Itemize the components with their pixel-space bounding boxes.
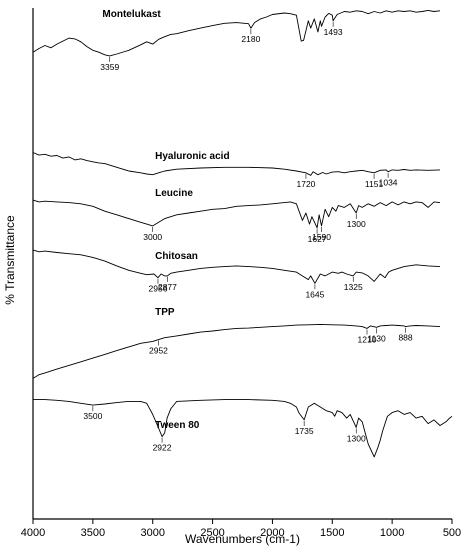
peak-label: 1735 — [295, 426, 314, 436]
peak-label: 1627 — [308, 234, 327, 244]
x-ticks: 4000 3500 3000 2500 2000 1500 1000 500 — [21, 519, 461, 539]
peak-label: 1034 — [379, 178, 398, 188]
spectrum-line — [32, 199, 441, 229]
x-tick-label: 2500 — [200, 527, 224, 539]
x-tick-label: 1500 — [320, 527, 344, 539]
spectrum-line — [32, 152, 441, 176]
peak-label: 1130 — [367, 333, 386, 343]
y-axis-title: % Transmittance — [3, 215, 17, 305]
peak-label: 1645 — [305, 289, 324, 299]
x-axis-title: Wavenumbers (cm-1) — [185, 532, 300, 546]
peak-label: 1325 — [344, 282, 363, 292]
spectrum-line — [32, 323, 441, 379]
x-tick-label: 4000 — [21, 527, 45, 539]
peak-label: 3500 — [83, 411, 102, 421]
peak-label: 2180 — [241, 34, 260, 44]
peak-label: 1590 — [312, 232, 331, 242]
spectrum-name-label: Leucine — [155, 188, 193, 199]
spectra — [32, 9, 453, 458]
spectrum-name-label: Tween 80 — [155, 420, 200, 431]
peak-label: 2922 — [153, 443, 172, 453]
spectrum-name-label: Hyaluronic acid — [155, 151, 229, 162]
peak-label: 3359 — [100, 62, 119, 72]
peak-label: 2956 — [149, 284, 168, 294]
peak-label: 1493 — [324, 27, 343, 37]
peak-label: 1300 — [347, 433, 366, 443]
x-tick-label: 1000 — [380, 527, 404, 539]
peak-label: 2952 — [149, 346, 168, 356]
axes — [32, 8, 452, 520]
spectrum-line — [33, 399, 453, 458]
peak-label: 3000 — [143, 232, 162, 242]
peak-label: 888 — [398, 333, 412, 343]
peak-label: 1300 — [347, 219, 366, 229]
peak-label: 1210 — [358, 334, 377, 344]
peak-label: 1720 — [296, 179, 315, 189]
spectrum-name-label: Chitosan — [155, 251, 198, 262]
spectrum-name-label: Montelukast — [102, 9, 161, 20]
peak-label: 2877 — [158, 282, 177, 292]
spectrum-name-label: TPP — [155, 307, 175, 318]
x-tick-label: 500 — [443, 527, 461, 539]
spectrum-line — [32, 249, 441, 284]
x-tick-label: 2000 — [260, 527, 284, 539]
x-tick-label: 3500 — [81, 527, 105, 539]
spectrum-line — [32, 9, 441, 57]
peak-label: 1151 — [365, 179, 384, 189]
x-tick-label: 3000 — [140, 527, 164, 539]
